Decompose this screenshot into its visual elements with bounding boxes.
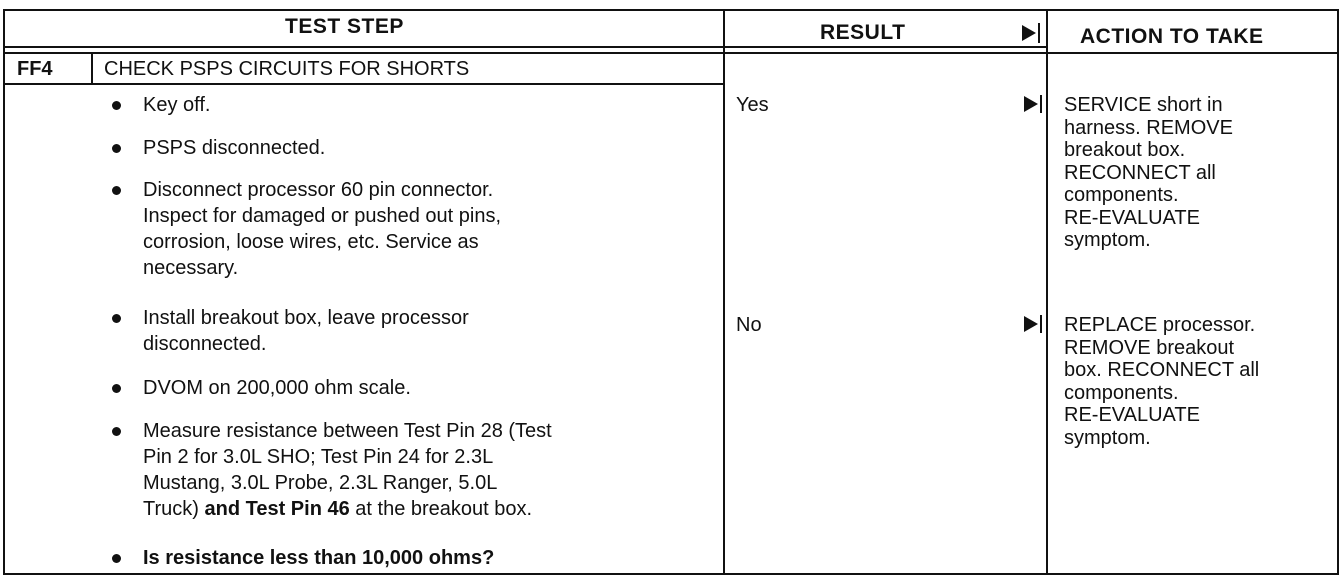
bullet-text: PSPS disconnected. [143,137,326,159]
divider-test-result [723,9,725,575]
bullet-icon [112,144,121,153]
header-action-to-take: ACTION TO TAKE [1080,25,1264,48]
result-arrow-stop-icon [1040,315,1042,333]
divider-step-code [91,52,93,84]
bullet-text: Truck) and Test Pin 46 at the breakout b… [143,496,532,522]
step-title: CHECK PSPS CIRCUITS FOR SHORTS [104,58,470,80]
bullet-icon [112,314,121,323]
header-result: RESULT [820,21,906,44]
result-arrow-icon [1024,96,1038,112]
bullet-text-part: at the breakout box. [349,498,533,520]
test-step-table [3,9,1339,575]
bullet-icon [112,384,121,393]
bullet-text: disconnected. [143,333,267,355]
header-arrow-icon [1022,25,1036,41]
bullet-text: Inspect for damaged or pushed out pins, [143,205,502,227]
bullet-text: Key off. [143,94,211,116]
bullet-text-emphasis: and Test Pin 46 [204,498,350,520]
result-arrow-stop-icon [1040,95,1042,113]
divider-result-action [1046,9,1048,575]
header-arrow-stop-icon [1038,23,1040,43]
bullet-text-part: Truck) [143,498,205,520]
bullet-text: Measure resistance between Test Pin 28 (… [143,420,552,442]
bullet-icon [112,554,121,563]
bullet-text: Disconnect processor 60 pin connector. [143,179,494,201]
header-underline-action [1046,52,1339,54]
bullet-icon [112,186,121,195]
step-row-rule-top [3,52,725,54]
bullet-question: Is resistance less than 10,000 ohms? [143,547,495,569]
step-row-rule-bottom [3,83,725,85]
result-yes: Yes [736,94,769,116]
bullet-text: Install breakout box, leave processor [143,307,469,329]
step-code: FF4 [17,58,53,80]
action-yes: SERVICE short in harness. REMOVE breakou… [1064,94,1233,251]
bullet-text: DVOM on 200,000 ohm scale. [143,377,411,399]
header-underline-left [3,46,1048,48]
result-row-rule [723,52,1048,54]
bullet-icon [112,427,121,436]
result-arrow-icon [1024,316,1038,332]
bullet-text: necessary. [143,257,239,279]
bullet-text: Mustang, 3.0L Probe, 2.3L Ranger, 5.0L [143,472,498,494]
bullet-text: Pin 2 for 3.0L SHO; Test Pin 24 for 2.3L [143,446,494,468]
result-no: No [736,314,762,336]
bullet-icon [112,101,121,110]
bullet-text: corrosion, loose wires, etc. Service as [143,231,479,253]
action-no: REPLACE processor. REMOVE breakout box. … [1064,314,1260,449]
header-test-step: TEST STEP [285,15,404,38]
